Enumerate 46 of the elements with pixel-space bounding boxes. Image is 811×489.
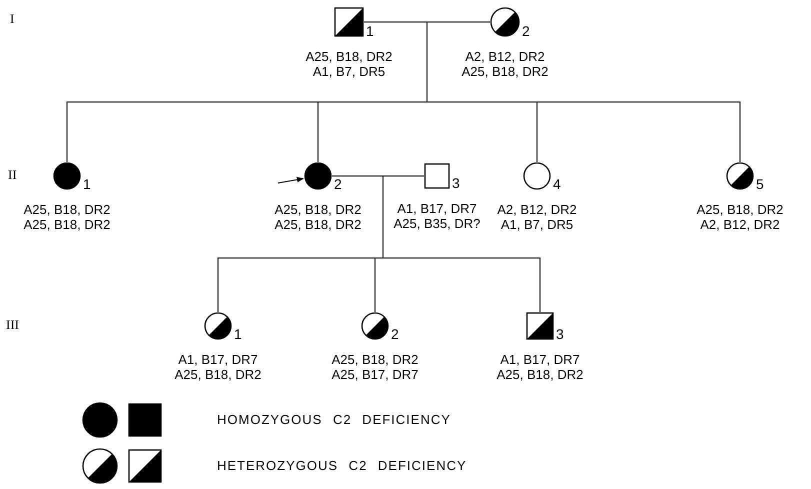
individual-number: 3 xyxy=(556,327,564,341)
generation-numeral: II xyxy=(8,168,17,181)
hla-haplotype-text: A25, B18, DR2 xyxy=(274,217,362,232)
female-circle xyxy=(53,162,81,190)
hla-haplotype-text: A25, B18, DR2 xyxy=(332,352,418,367)
male-square xyxy=(424,163,450,189)
hla-haplotype-text: A25, B18, DR2 xyxy=(696,202,784,217)
individual-number: 3 xyxy=(452,176,460,190)
individual-number: 1 xyxy=(366,24,374,38)
generation-numeral: I xyxy=(10,12,14,25)
hla-haplotype-text: A1, B17, DR7 xyxy=(178,352,258,367)
hla-haplotype-text: A25, B17, DR7 xyxy=(332,367,418,382)
legend-text: HOMOZYGOUS C2 DEFICIENCY xyxy=(217,411,451,430)
hla-haplotype-text: A25, B18, DR2 xyxy=(24,202,110,217)
hla-haplotype-text: A1, B17, DR7 xyxy=(500,352,580,367)
hla-haplotype-text: A25, B18, DR2 xyxy=(174,367,262,382)
hla-haplotype-text: A2, B12, DR2 xyxy=(465,49,545,64)
female-circle xyxy=(361,312,389,340)
hla-haplotype-text: A25, B18, DR2 xyxy=(462,64,548,79)
female-circle xyxy=(304,162,332,190)
female-circle xyxy=(523,162,551,190)
female-circle xyxy=(726,162,754,190)
hla-haplotype-text: A25, B18, DR2 xyxy=(306,49,392,64)
proband-arrow xyxy=(278,176,304,184)
hla-haplotype-text: A2, B12, DR2 xyxy=(700,217,780,232)
hla-haplotype-text: A25, B18, DR2 xyxy=(24,217,110,232)
individual-number: 2 xyxy=(391,327,399,341)
hla-haplotype-text: A25, B18, DR2 xyxy=(274,202,362,217)
individual-number: 4 xyxy=(553,177,561,191)
legend-text: HETEROZYGOUS C2 DEFICIENCY xyxy=(217,457,467,476)
individual-number: 1 xyxy=(83,177,91,191)
male-square xyxy=(334,7,364,37)
individual-number: 2 xyxy=(522,24,530,38)
individual-number: 2 xyxy=(334,177,342,191)
hla-haplotype-text: A25, B18, DR2 xyxy=(496,367,584,382)
hla-haplotype-text: A1, B7, DR5 xyxy=(500,217,574,232)
hla-haplotype-text: A2, B12, DR2 xyxy=(497,202,577,217)
individual-number: 5 xyxy=(756,177,764,191)
hla-haplotype-text: A25, B35, DR? xyxy=(394,216,480,231)
female-circle xyxy=(204,312,232,340)
female-circle xyxy=(490,7,520,37)
hla-haplotype-text: A1, B17, DR7 xyxy=(397,201,477,216)
male-square xyxy=(526,312,554,340)
generation-numeral: III xyxy=(6,318,19,331)
individual-number: 1 xyxy=(234,327,242,341)
hla-haplotype-text: A1, B7, DR5 xyxy=(312,64,386,79)
